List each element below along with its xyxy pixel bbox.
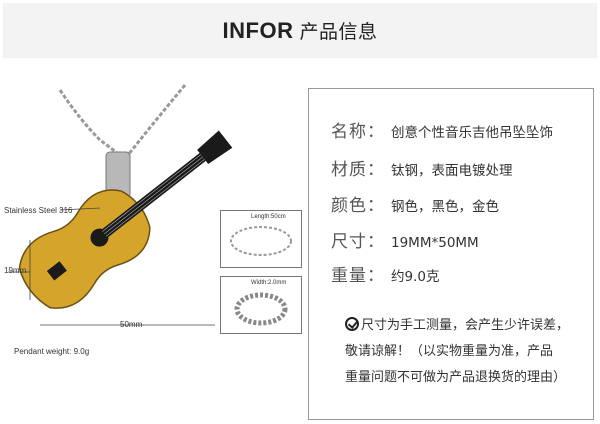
spec-label: 尺寸： — [331, 232, 385, 252]
spec-label: 名称： — [331, 122, 385, 142]
material-label: Stainless Steel 316 — [4, 206, 73, 215]
note-line-1: 尺寸为手工测量，会产生少许误差， — [361, 318, 570, 333]
spec-value: 创意个性音乐吉他吊坠坠饰 — [391, 125, 553, 141]
spec-value: 钛钢，表面电镀处理 — [391, 163, 513, 179]
check-icon — [345, 317, 359, 331]
spec-label: 重量： — [331, 266, 385, 286]
header-title-cn: 产品信息 — [299, 21, 378, 43]
measurement-note: 尺寸为手工测量，会产生少许误差， 敬请谅解！（以实物重量为准，产品 重量问题不可… — [345, 313, 585, 391]
width-label: 50mm — [120, 320, 143, 329]
chain-length-image — [230, 226, 292, 256]
spec-row-color: 颜色： 钢色，黑色，金色 — [331, 191, 499, 216]
spec-label: 颜色： — [331, 196, 385, 216]
chain-length-label: Length:50cm — [251, 214, 286, 220]
height-label: 19mm — [4, 266, 27, 275]
spec-label: 材质： — [331, 160, 385, 180]
guitar-pendant — [18, 130, 233, 309]
header-title-en: INFOR — [222, 17, 294, 43]
note-line-2: 敬请谅解！（以实物重量为准，产品 — [345, 344, 554, 359]
page-header: INFOR 产品信息 — [3, 3, 597, 58]
spec-row-material: 材质： 钛钢，表面电镀处理 — [331, 155, 513, 180]
spec-row-name: 名称： 创意个性音乐吉他吊坠坠饰 — [331, 117, 553, 142]
spec-row-size: 尺寸： 19MM*50MM — [331, 227, 479, 252]
spec-value: 19MM*50MM — [391, 235, 479, 251]
chain-left — [58, 89, 121, 157]
pendant-illustration — [8, 84, 233, 326]
chain-width-label: Width:2.0mm — [251, 280, 287, 286]
product-diagram: Stainless Steel 316 19mm 50mm Pendant we… — [0, 60, 310, 424]
chain-length-box: Length:50cm — [220, 210, 302, 268]
chain-width-image — [234, 292, 288, 326]
spec-value: 约9.0克 — [391, 269, 440, 285]
chain-right — [126, 84, 187, 156]
chain-width-box: Width:2.0mm — [220, 276, 302, 334]
weight-label: Pendant weight: 9.0g — [14, 347, 90, 356]
note-line-3: 重量问题不可做为产品退换货的理由） — [345, 370, 567, 385]
spec-value: 钢色，黑色，金色 — [391, 199, 499, 215]
spec-row-weight: 重量： 约9.0克 — [331, 261, 439, 286]
spec-panel: 名称： 创意个性音乐吉他吊坠坠饰 材质： 钛钢，表面电镀处理 颜色： 钢色，黑色… — [308, 88, 594, 420]
